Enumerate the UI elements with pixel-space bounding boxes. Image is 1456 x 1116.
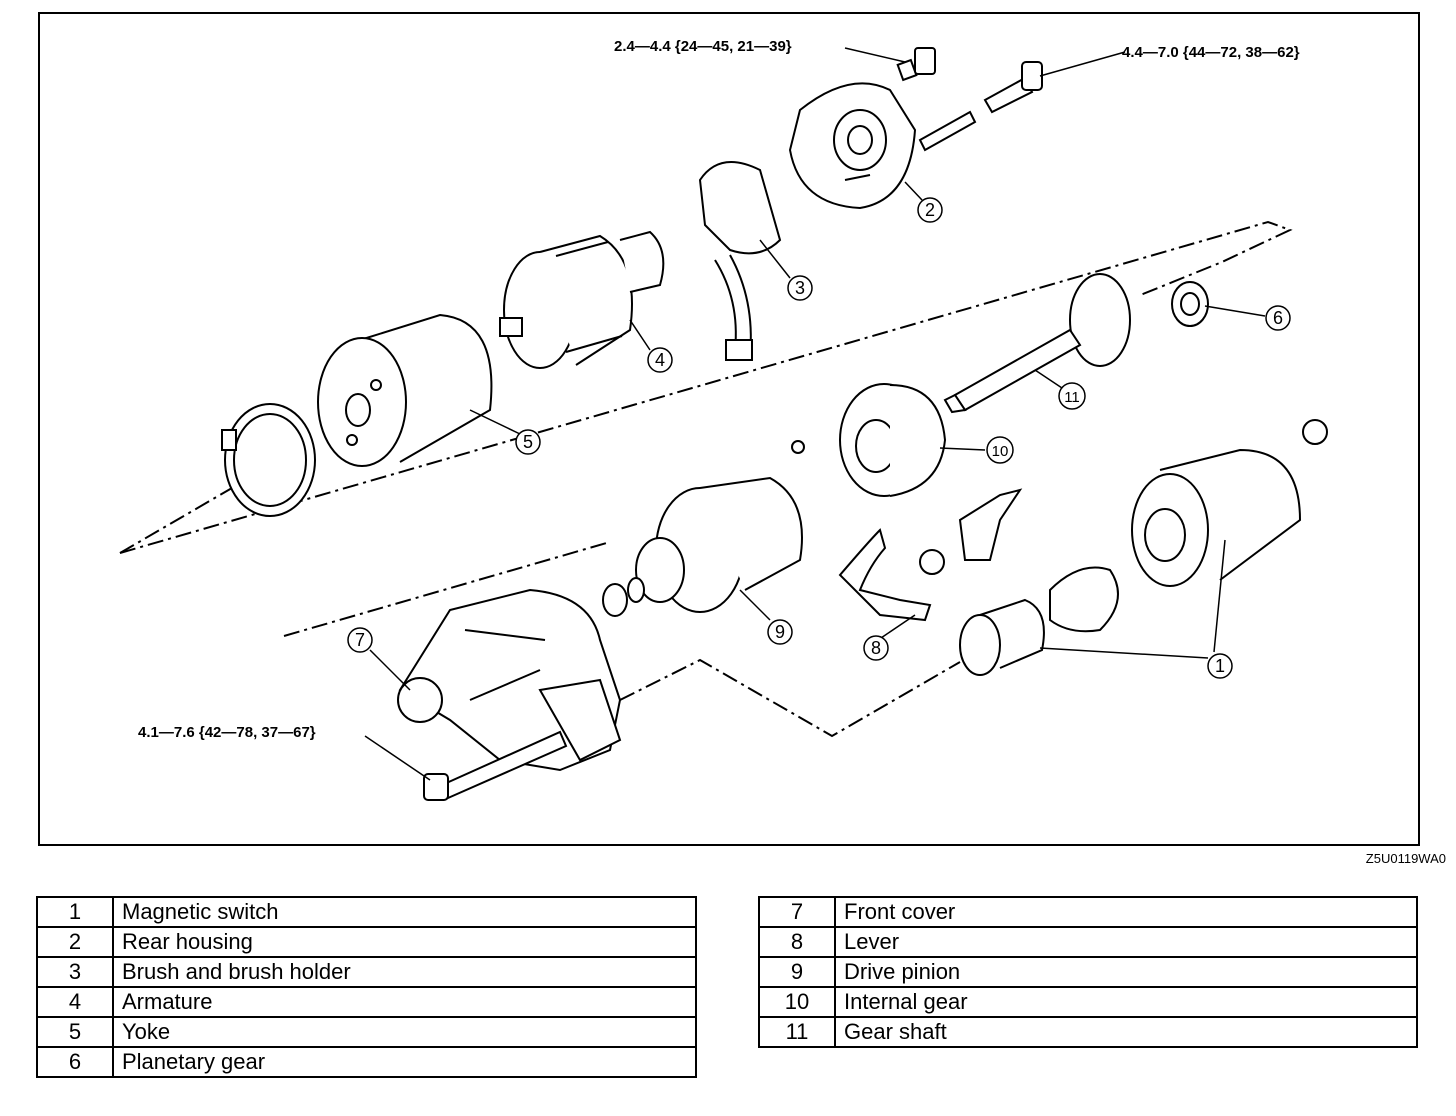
svg-text:6: 6 [1273,308,1283,328]
svg-text:5: 5 [523,432,533,452]
svg-text:4: 4 [655,350,665,370]
svg-text:3: 3 [795,278,805,298]
assembly-centerline-front [619,658,961,738]
callout-1: 1 [1207,653,1233,679]
callout-4: 4 [647,347,673,373]
legend-part-name: Front cover [834,896,1418,928]
svg-text:11: 11 [1064,389,1080,406]
callout-10: 10 [986,436,1014,464]
torque-rear-screw: 2.4—4.4 {24—45, 21—39} [614,38,792,55]
legend-part-name: Planetary gear [112,1046,697,1078]
front-cover [397,588,622,772]
callout-8: 8 [863,635,889,661]
starter-exploded-diagram: 1 2 3 4 5 6 7 8 9 10 11 [119,47,1328,801]
legend-part-name: Rear housing [112,926,697,958]
brush-ring [221,403,316,517]
front-bolt [423,730,568,801]
legend-part-name: Internal gear [834,986,1418,1018]
svg-text:10: 10 [992,443,1009,460]
assembly-centerline-bottom [283,541,611,637]
gear-shaft [943,273,1131,414]
through-bolt [918,61,1043,152]
assembly-centerline [119,220,1293,554]
legend-part-name: Drive pinion [834,956,1418,988]
legend-number: 10 [758,986,836,1018]
svg-text:9: 9 [775,622,785,642]
planetary-gear [1171,281,1209,327]
legend-part-name: Brush and brush holder [112,956,697,988]
torque-through-bolt: 4.4—7.0 {44—72, 38—62} [1122,44,1300,61]
callout-3: 3 [787,275,813,301]
legend-number: 5 [36,1016,114,1048]
diagram-frame [38,12,1420,846]
legend-number: 9 [758,956,836,988]
legend-number: 2 [36,926,114,958]
svg-text:7: 7 [355,630,365,650]
figure-code: Z5U0119WA0 [1365,851,1446,866]
legend-number: 7 [758,896,836,928]
torque-front-bolt: 4.1—7.6 {42—78, 37—67} [138,724,316,741]
callout-7: 7 [347,627,373,653]
legend-number: 8 [758,926,836,958]
legend-part-name: Yoke [112,1016,697,1048]
armature [499,230,665,369]
lever [838,488,1023,622]
callout-5: 5 [515,429,541,455]
yoke [317,313,493,467]
legend-part-name: Magnetic switch [112,896,697,928]
legend-number: 4 [36,986,114,1018]
legend-number: 1 [36,896,114,928]
assembly-centerline-lower [119,487,233,554]
legend-number: 6 [36,1046,114,1078]
svg-text:8: 8 [871,638,881,658]
rear-housing [788,82,917,210]
legend-part-name: Gear shaft [834,1016,1418,1048]
drive-pinion [602,476,803,617]
svg-text:1: 1 [1215,656,1225,676]
callout-9: 9 [767,619,793,645]
legend-number: 3 [36,956,114,988]
magnetic-switch [959,419,1328,676]
callout-6: 6 [1265,305,1291,331]
internal-gear [791,383,947,497]
callout-2: 2 [917,197,943,223]
legend-part-name: Armature [112,986,697,1018]
legend-part-name: Lever [834,926,1418,958]
rear-housing-screw [896,47,936,82]
legend-number: 11 [758,1016,836,1048]
svg-text:2: 2 [925,200,935,220]
brush-holder [698,161,782,361]
callout-11: 11 [1058,382,1086,410]
